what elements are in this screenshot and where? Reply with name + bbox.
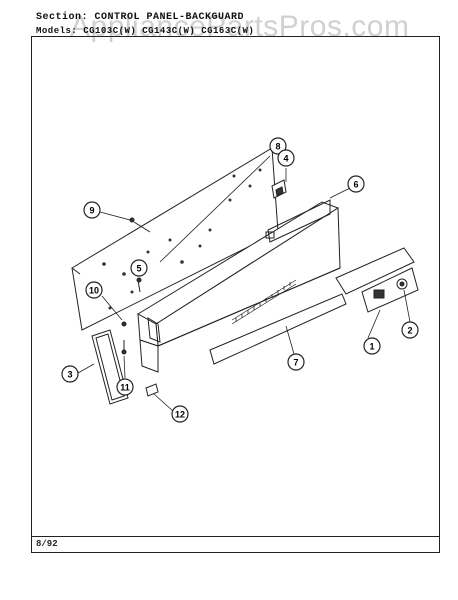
clip-11 [121,340,127,355]
backguard-part [137,199,341,373]
callout-4: 4 [277,149,295,167]
screw-5 [136,277,142,293]
callout-1: 1 [363,337,381,355]
control-face-panel [335,247,415,295]
callout-7: 7 [287,353,305,371]
callout-label: 7 [293,358,298,368]
callout-label: 10 [89,286,99,296]
callout-label: 5 [136,264,141,274]
footer-date: 8/92 [36,539,58,549]
switch-part [271,179,287,199]
bracket-12 [145,383,159,397]
callout-label: 11 [120,383,130,393]
screw-9 [129,217,151,233]
footer-divider [31,536,440,537]
diagram-frame [31,36,440,553]
callout-6: 6 [347,175,365,193]
callout-2: 2 [401,321,419,339]
callout-10: 10 [85,281,103,299]
callout-11: 11 [116,378,134,396]
control-knob-plate-part [361,267,419,313]
watermark: AppliancePartsPros.com [70,10,410,43]
section-title: Section: CONTROL PANEL-BACKGUARD [36,12,245,23]
callout-label: 4 [283,154,288,164]
callout-label: 2 [407,326,412,336]
callout-label: 9 [89,206,94,216]
callout-3: 3 [61,365,79,383]
callout-label: 3 [67,370,72,380]
callout-label: 12 [175,410,185,420]
callout-label: 6 [353,180,358,190]
screw-10 [121,321,127,327]
callouts: 8 4 6 9 5 10 3 11 [61,137,419,423]
callout-12: 12 [171,405,189,423]
leader-lines [77,155,411,413]
callout-label: 8 [275,142,280,152]
model-line: Models: CG103C(W) CG143C(W) CG163C(W) [36,26,255,36]
trim-strip-part [209,293,347,365]
callout-label: 1 [369,342,374,352]
callout-9: 9 [83,201,101,219]
callout-8: 8 [269,137,287,155]
callout-5: 5 [130,259,148,277]
